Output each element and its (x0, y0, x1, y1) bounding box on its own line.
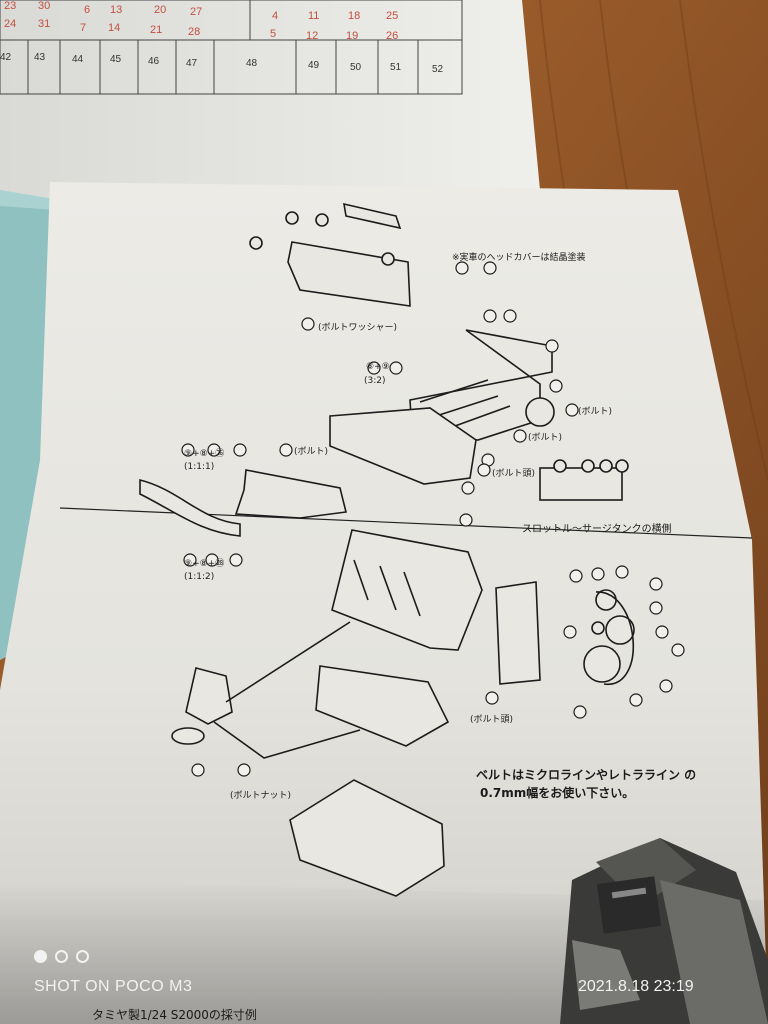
calendar-day: 30 (38, 0, 51, 12)
washer-callout: (ボルトワッシャー) (318, 323, 398, 333)
calendar-day: 18 (348, 10, 361, 22)
calendar-day: 20 (154, 4, 167, 16)
bolt-callout-3: (ボルト) (294, 447, 329, 457)
week-number: 46 (148, 56, 160, 67)
bolt-head-callout-2: (ボルト頭) (470, 715, 514, 725)
head-cover-note: ※実車のヘッドカバーは結晶塗装 (452, 253, 586, 263)
engine-diagram (139, 202, 635, 897)
ratio-111-label: ⑨+⑧+㉖ (184, 449, 225, 459)
bolt-nut-callout: (ボルトナット) (230, 791, 292, 801)
camera-watermark: SHOT ON POCO M3 (34, 978, 193, 995)
calendar-day: 31 (38, 18, 51, 30)
week-number: 50 (350, 62, 362, 73)
ratio-112-label: ⑨+⑧+㉘ (184, 559, 225, 569)
camera-timestamp: 2021.8.18 23:19 (578, 978, 694, 995)
calendar-day: 26 (386, 30, 399, 42)
week-number: 43 (34, 52, 46, 63)
dot-icon (34, 950, 47, 963)
bottom-cut-text: タミヤ製1/24 S2000の採寸例 (92, 1008, 257, 1022)
calendar-day: 5 (270, 28, 277, 40)
bolt-callout-2: (ボルト) (528, 433, 563, 443)
dot-icon (55, 950, 68, 963)
ratio-32: (3:2) (364, 376, 386, 386)
week-number: 48 (246, 58, 258, 69)
throttle-caption: スロットル〜サージタンクの横側 (522, 524, 672, 535)
calendar-day: 28 (188, 26, 201, 38)
calendar-day: 19 (346, 30, 359, 42)
calendar-day: 4 (272, 10, 279, 22)
week-number: 44 (72, 54, 84, 65)
camera-dots (34, 950, 89, 963)
ratio-112: (1:1:2) (184, 572, 215, 582)
calendar-day: 11 (308, 10, 320, 22)
week-number: 49 (308, 60, 320, 71)
ratio-111: (1:1:1) (184, 462, 215, 472)
engine-photo (560, 838, 768, 1024)
bolt-head-callout-1: (ボルト頭) (492, 469, 536, 479)
belt-note-line1: ベルトはミクロラインやレトラライン の (476, 768, 697, 782)
dot-icon (76, 950, 89, 963)
week-number: 51 (390, 62, 402, 73)
calendar-day: 23 (4, 0, 17, 12)
calendar-day: 24 (4, 18, 17, 30)
calendar-day: 27 (190, 6, 203, 18)
calendar-day: 7 (80, 22, 87, 34)
bolt-callout-1: (ボルト) (578, 407, 613, 417)
week-number: 45 (110, 54, 122, 65)
calendar-day: 13 (110, 4, 123, 16)
calendar-day: 6 (84, 4, 91, 16)
part-number-circles (181, 261, 685, 777)
week-number: 42 (0, 52, 12, 63)
week-number: 52 (432, 64, 444, 75)
calendar-day: 21 (150, 24, 163, 36)
week-number: 47 (186, 58, 198, 69)
ratio-32-label: ⑧+⑨ (366, 362, 390, 372)
calendar-day: 12 (306, 30, 319, 42)
calendar-day: 25 (386, 10, 399, 22)
calendar-day: 14 (108, 22, 121, 34)
belt-note-line2: 0.7mm幅をお使い下さい。 (480, 786, 635, 800)
calendar-sheet (0, 0, 540, 200)
